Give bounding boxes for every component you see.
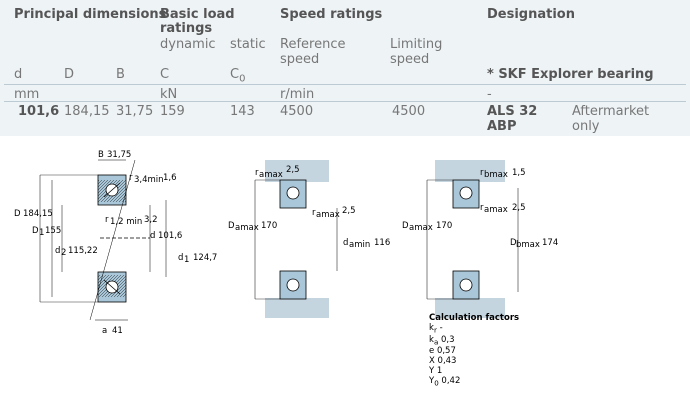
symbol-d: d	[14, 67, 23, 82]
subheader-limiting-speed-2: speed	[390, 52, 430, 67]
label-d2-sub: 2	[61, 248, 66, 258]
value-Da: 170	[261, 221, 277, 231]
label-ra-sub: amax	[259, 170, 283, 180]
value-note: Aftermarket	[572, 104, 650, 119]
label-D1: D	[32, 226, 39, 236]
abutment-diagram-2	[426, 160, 519, 318]
unit-dash: -	[487, 87, 492, 102]
label-Da: D	[228, 221, 235, 231]
bearing-diagrams: B 31,75 r 3,4min 1,6 r 1,2 min 3,2 D 184…	[14, 150, 558, 336]
label-rb: r	[480, 168, 484, 178]
calc-x: X 0,43	[429, 356, 457, 367]
label-r12: r	[105, 215, 109, 225]
subheader-dynamic: dynamic	[160, 37, 216, 52]
value-ra: 2,5	[286, 165, 300, 175]
subheader-static: static	[230, 37, 266, 52]
calc-y: Y 1	[429, 366, 443, 377]
label-d: d	[150, 231, 155, 241]
value-limiting-speed: 4500	[392, 104, 426, 119]
header-principal-dimensions: Principal dimensions	[14, 7, 167, 22]
value-d1-dim: 124,7	[193, 253, 217, 263]
value-a-dim: 41	[112, 326, 123, 336]
value-ra3: 2,5	[512, 203, 526, 213]
label-Da3: D	[402, 221, 409, 231]
value-d-dim: 101,6	[158, 231, 182, 241]
rule-1	[4, 84, 686, 85]
unit-kN: kN	[160, 87, 178, 102]
label-Db: D	[510, 238, 517, 248]
value-ra2: 2,5	[342, 206, 356, 216]
label-ra3-sub: amax	[484, 205, 508, 215]
abutment-diagram-1-labels: r amax 2,5 r amax 2,5 D amax 170 d amin …	[228, 165, 390, 250]
value-C: 159	[160, 104, 185, 119]
label-ra2-sub: amax	[316, 210, 340, 220]
value-D1-dim: 155	[45, 226, 61, 236]
abutment-diagram-2-labels: r bmax 1,5 r amax 2,5 D amax 170 D bmax …	[402, 168, 558, 250]
calculation-factors: Calculation factors kr - ka 0,3 e 0,57 X…	[429, 313, 519, 388]
value-Da3: 170	[436, 221, 452, 231]
rule-2	[4, 101, 686, 102]
label-d1: d	[178, 253, 183, 263]
value-Db: 174	[542, 238, 558, 248]
diagram-panel: B 31,75 r 3,4min 1,6 r 1,2 min 3,2 D 184…	[0, 136, 690, 402]
calc-kr: kr -	[429, 323, 443, 335]
bearing-section-labels: B 31,75 r 3,4min 1,6 r 1,2 min 3,2 D 184…	[14, 150, 217, 336]
label-D1-sub: 1	[39, 228, 44, 238]
value-C0: 143	[230, 104, 255, 119]
label-r34: r	[129, 173, 133, 183]
subheader-reference-speed-2: speed	[280, 52, 320, 67]
calc-e: e 0,57	[429, 346, 456, 357]
unit-rpm: r/min	[280, 87, 315, 102]
header-basic-load-ratings-2: ratings	[160, 21, 213, 36]
value-r12: 3,2	[144, 215, 158, 225]
label-da-sub: amin	[349, 240, 370, 250]
abutment-diagram-1	[254, 160, 338, 318]
label-da: d	[343, 238, 348, 248]
symbol-D: D	[64, 67, 75, 82]
value-da: 116	[374, 238, 390, 248]
value-d: 101,6	[18, 104, 60, 119]
label-r34-sub: 3,4min	[134, 175, 164, 185]
value-D: 184,15	[64, 104, 110, 119]
value-note-2: only	[572, 119, 600, 134]
label-D: D	[14, 209, 21, 219]
label-ra2: r	[312, 208, 316, 218]
subheader-limiting-speed: Limiting	[390, 37, 443, 52]
label-B: B	[98, 150, 104, 160]
value-reference-speed: 4500	[280, 104, 314, 119]
label-Da-sub: amax	[235, 223, 259, 233]
value-designation-2[interactable]: ABP	[487, 119, 517, 134]
symbol-C0: C0	[230, 67, 246, 85]
label-a: a	[102, 326, 107, 336]
header-basic-load-ratings: Basic load	[160, 7, 235, 22]
value-D-dim: 184,15	[23, 209, 53, 219]
header-speed-ratings: Speed ratings	[280, 7, 383, 22]
unit-mm: mm	[14, 87, 40, 102]
skf-explorer-note: * SKF Explorer bearing	[487, 67, 654, 82]
label-Db-sub: bmax	[516, 240, 540, 250]
value-rb: 1,5	[512, 168, 526, 178]
label-d2: d	[55, 246, 60, 256]
bearing-section-diagram	[39, 159, 167, 321]
label-r12-sub: 1,2 min	[110, 217, 142, 227]
calc-ka: ka 0,3	[429, 334, 455, 347]
header-designation: Designation	[487, 7, 575, 22]
value-designation[interactable]: ALS 32	[487, 104, 538, 119]
value-d2-dim: 115,22	[68, 246, 98, 256]
symbol-C: C	[160, 67, 170, 82]
label-ra3: r	[480, 203, 484, 213]
label-rb-sub: bmax	[484, 170, 508, 180]
value-r34: 1,6	[163, 173, 177, 183]
label-ra: r	[255, 168, 259, 178]
label-d1-sub: 1	[184, 255, 189, 265]
value-B: 31,75	[116, 104, 154, 119]
subheader-reference-speed: Reference	[280, 37, 346, 52]
label-Da3-sub: amax	[409, 223, 433, 233]
symbol-B: B	[116, 67, 125, 82]
calc-y0: Y0 0,42	[429, 376, 461, 389]
value-B-dim: 31,75	[107, 150, 131, 160]
calc-title: Calculation factors	[429, 313, 520, 323]
